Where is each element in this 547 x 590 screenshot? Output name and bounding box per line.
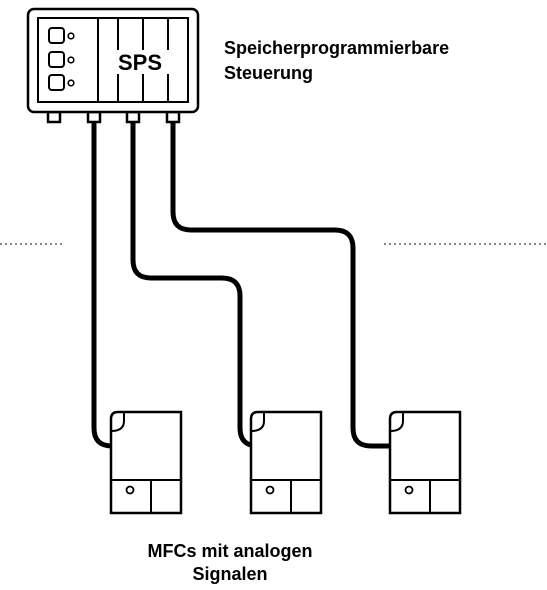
mfc-unit-1 [109,410,183,515]
mfc-indicator [404,485,414,495]
plc-connector-3 [125,110,141,124]
cable-1 [91,122,122,449]
plc-connector-1 [46,110,62,124]
plc-led-3 [48,74,65,91]
plc-caption-line2: Steuerung [224,63,313,83]
mfc-caption-line1: MFCs mit analogen [147,541,312,561]
mfc-unit-2 [249,410,323,515]
cable-2 [130,122,262,449]
mfc-indicator [125,485,135,495]
plc-led-dot-2 [67,56,75,64]
plc-connector-4 [165,110,181,124]
plc-caption-line1: Speicherprogrammierbare [224,38,449,58]
plc-unit: SPS [26,7,200,124]
cable-3 [170,122,401,449]
mfc-indicator [265,485,275,495]
plc-led-dot-1 [67,32,75,40]
plc-connector-2 [86,110,102,124]
mfc-unit-3 [388,410,462,515]
plc-led-1 [48,27,65,44]
cables [91,122,401,449]
plc-led-dot-3 [67,79,75,87]
mfc-caption-line2: Signalen [192,564,267,584]
plc-led-2 [48,51,65,68]
plc-label-backing [108,50,172,74]
plc-label: SPS [118,50,162,75]
